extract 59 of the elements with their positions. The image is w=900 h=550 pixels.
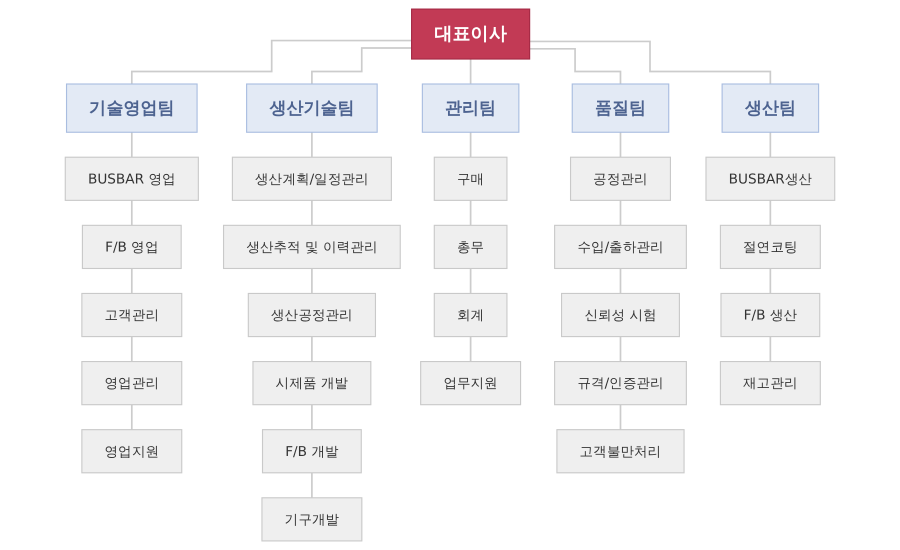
node-box: 고객관리 <box>81 292 182 338</box>
connector <box>470 268 472 294</box>
connector <box>620 336 622 362</box>
connector <box>130 336 133 362</box>
connector <box>130 40 412 85</box>
node-box: 재고관리 <box>720 361 821 406</box>
node-box: 생산공정관리 <box>248 292 376 338</box>
connector <box>770 268 772 294</box>
node-box: 규격/인증관리 <box>554 361 687 406</box>
node-box: BUSBAR생산 <box>705 156 836 201</box>
node-box: 생산추적 및 이력관리 <box>222 224 401 270</box>
node-box: 회계 <box>434 292 508 338</box>
node-box: 고객불만처리 <box>556 429 685 474</box>
connector <box>530 48 622 85</box>
node-box: 영업지원 <box>81 429 182 474</box>
connector <box>311 336 313 362</box>
connector <box>620 404 622 431</box>
connector <box>311 268 313 294</box>
node-box: 기구개발 <box>261 497 362 542</box>
connector <box>130 404 133 431</box>
connector <box>130 200 133 226</box>
connector <box>311 47 412 85</box>
connector <box>470 58 472 85</box>
connector <box>770 200 772 226</box>
node-box: 관리팀 <box>422 83 520 133</box>
connector <box>470 200 472 226</box>
node-box: 총무 <box>434 224 508 270</box>
node-box: 신뢰성 시험 <box>560 292 680 338</box>
connector <box>770 131 772 158</box>
connector <box>130 268 133 294</box>
connector <box>311 131 313 158</box>
connector <box>530 40 772 85</box>
node-box: 생산계획/일정관리 <box>232 156 392 201</box>
connector <box>620 200 622 226</box>
node-box: 생산팀 <box>722 83 820 133</box>
connector <box>311 200 313 226</box>
node-box: 생산기술팀 <box>246 83 378 133</box>
connector <box>311 404 313 431</box>
node-box: 시제품 개발 <box>252 361 372 406</box>
node-box: F/B 영업 <box>82 224 182 270</box>
node-box: 품질팀 <box>572 83 670 133</box>
node-box: 대표이사 <box>411 8 530 60</box>
connector <box>470 336 472 362</box>
node-box: 공정관리 <box>570 156 671 201</box>
connector <box>770 336 772 362</box>
connector <box>130 131 133 158</box>
connector <box>620 131 622 158</box>
node-box: F/B 생산 <box>720 292 820 338</box>
connector <box>620 268 622 294</box>
connector <box>470 131 472 158</box>
node-box: F/B 개발 <box>262 429 362 474</box>
node-box: 영업관리 <box>81 361 182 406</box>
node-box: 수입/출하관리 <box>554 224 687 270</box>
node-box: 절연코팅 <box>720 224 821 270</box>
node-box: 업무지원 <box>420 361 522 406</box>
connector <box>311 472 313 499</box>
node-box: 구매 <box>434 156 508 201</box>
node-box: 기술영업팀 <box>66 83 198 133</box>
node-box: BUSBAR 영업 <box>64 156 199 201</box>
